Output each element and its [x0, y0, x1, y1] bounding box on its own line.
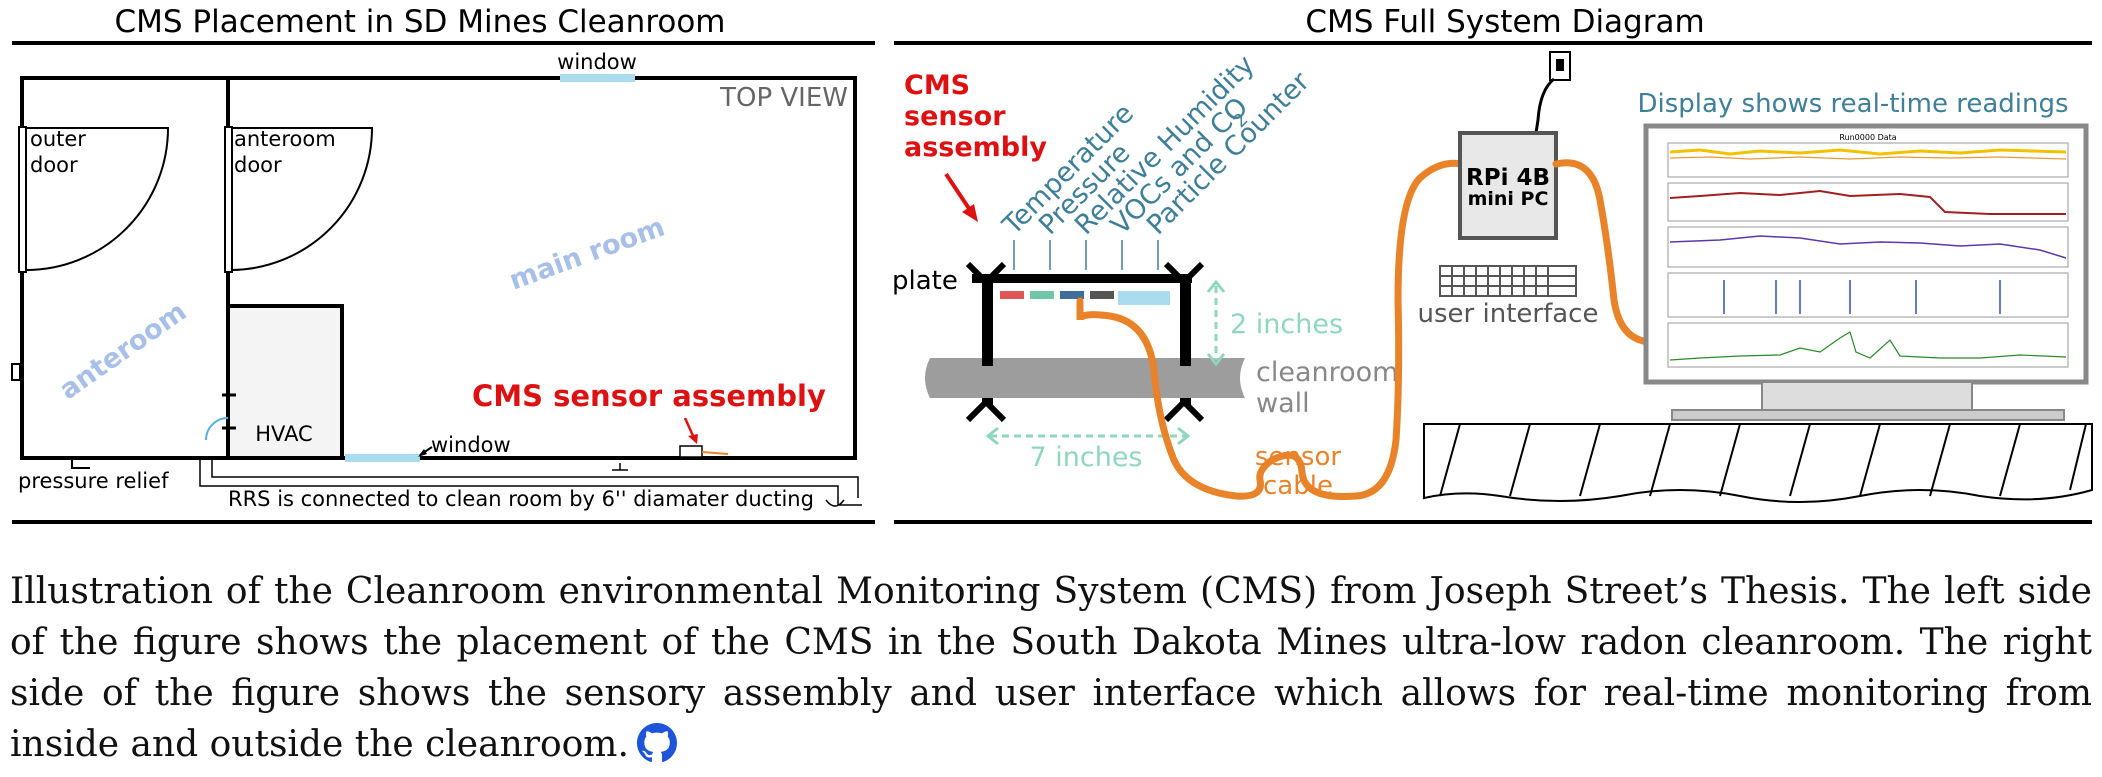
svg-text:anteroom: anteroom [234, 127, 336, 151]
main-room-label: main room [505, 212, 669, 297]
cms-assembly-label-line3: assembly [904, 132, 1047, 163]
cleanroom-wall-label-2: wall [1256, 388, 1310, 419]
anteroom-door: anteroom door [224, 126, 374, 273]
cms-sensor-assembly-label: CMS sensor assembly [472, 379, 826, 413]
top-view-label: TOP VIEW [719, 83, 848, 113]
bottom-window-label: window [431, 433, 511, 457]
plate-label: plate [892, 266, 958, 296]
left-panel: CMS Placement in SD Mines Cleanroom wind… [11, 4, 875, 524]
sensor-cable-label-1: sensor [1255, 442, 1341, 472]
plot-title: Run0000 Data [1839, 133, 1896, 142]
ducting-note: RRS is connected to clean room by 6'' di… [228, 487, 814, 511]
display-label: Display shows real-time readings [1637, 89, 2068, 119]
cleanroom-wall-label-1: cleanroom [1256, 357, 1398, 388]
cms-assembly-label-line2: sensor [904, 101, 1006, 132]
sensor-cable [1076, 159, 1466, 500]
svg-text:outer: outer [30, 127, 86, 151]
rpi-label-1: RPi 4B [1466, 165, 1550, 191]
anteroom-label: anteroom [54, 296, 192, 406]
left-panel-title: CMS Placement in SD Mines Cleanroom [114, 4, 725, 40]
rpi-mini-pc [1458, 131, 1558, 240]
screen-plots [1667, 142, 2069, 368]
figure: CMS Placement in SD Mines Cleanroom wind… [11, 4, 2093, 524]
pressure-relief-vent [11, 363, 90, 469]
keyboard-icon [1439, 265, 1577, 297]
cms-location-marker [679, 417, 729, 458]
height-label: 2 inches [1230, 309, 1343, 340]
svg-text:door: door [234, 153, 282, 177]
sensor-plate [965, 261, 1205, 423]
display-cable [1552, 159, 1654, 346]
height-dimension [1206, 279, 1226, 367]
cleanroom-wall [925, 358, 1245, 398]
hvac-label: HVAC [255, 422, 312, 446]
floor [1423, 423, 2093, 503]
outer-door: outer door [18, 126, 170, 273]
hvac-vent [205, 393, 236, 441]
top-window [560, 74, 635, 82]
figure-caption: Illustration of the Cleanroom environmen… [10, 566, 2092, 770]
caption-text: Illustration of the Cleanroom environmen… [10, 571, 2092, 765]
hvac-unit [226, 304, 344, 460]
user-interface-label: user interface [1418, 299, 1599, 329]
sensor-cable-label-2: cable [1263, 471, 1333, 501]
right-panel: CMS Full System Diagram CMS sensor assem… [892, 4, 2093, 524]
power-outlet-icon [1534, 51, 1571, 134]
top-window-label: window [557, 50, 637, 74]
github-icon[interactable] [636, 723, 677, 763]
bottom-window [345, 454, 420, 462]
svg-text:door: door [30, 153, 78, 177]
width-dimension [985, 426, 1191, 446]
right-panel-title: CMS Full System Diagram [1305, 4, 1704, 40]
rpi-label-2: mini PC [1468, 188, 1549, 210]
monitor-icon [1643, 123, 2089, 421]
ducting [199, 458, 862, 507]
width-label: 7 inches [1029, 442, 1142, 473]
cms-assembly-label-line1: CMS [904, 70, 970, 101]
pressure-relief-label: pressure relief [18, 469, 169, 493]
